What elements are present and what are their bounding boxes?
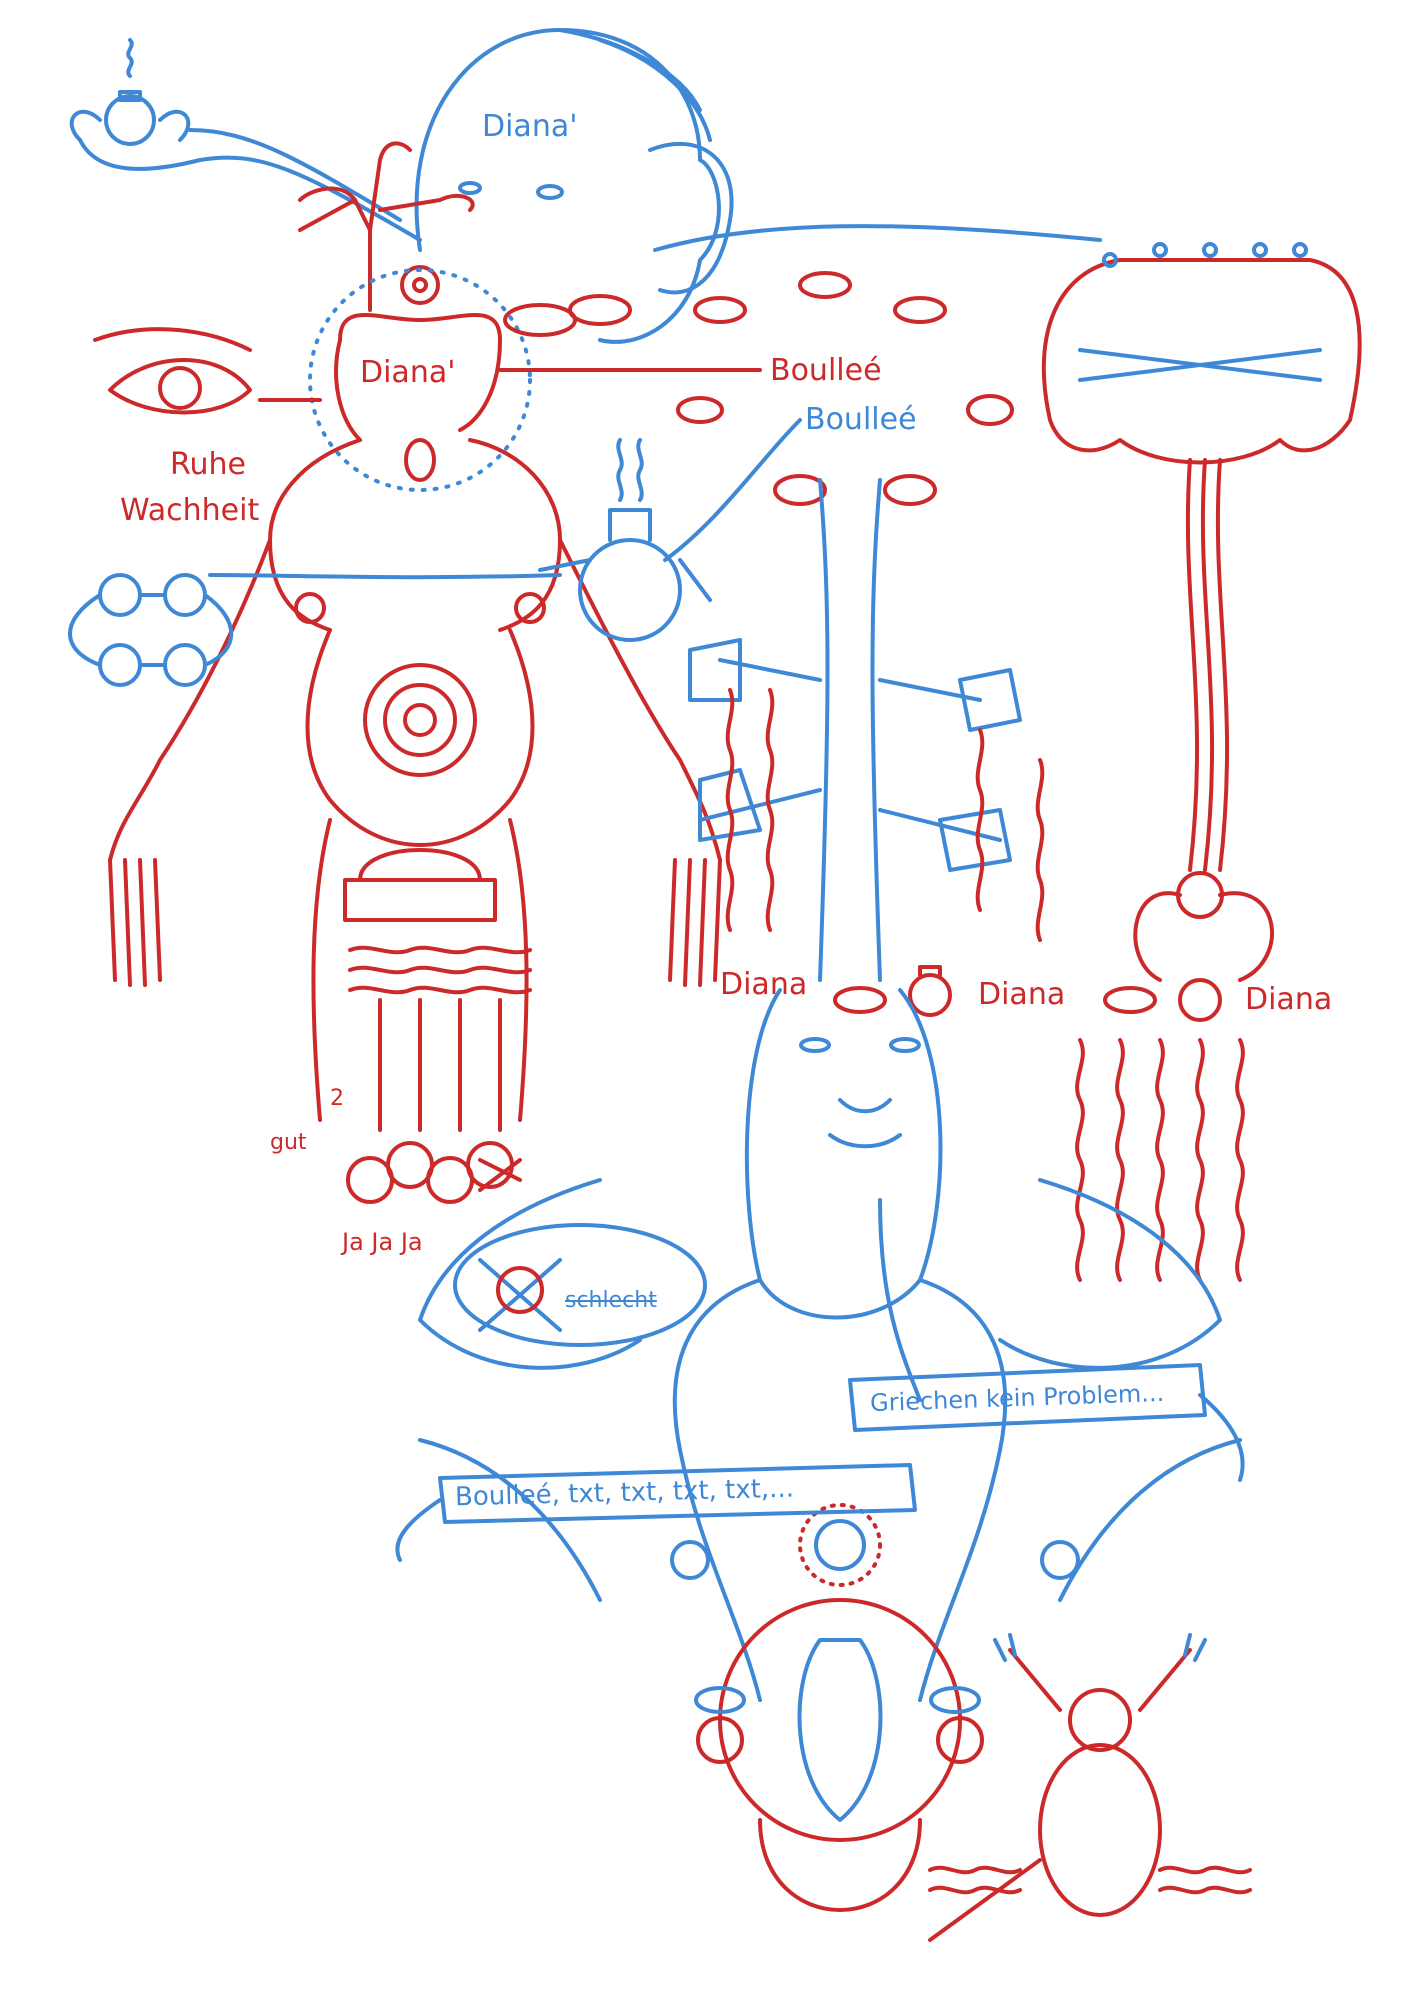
label-gut: gut — [270, 1130, 307, 1155]
red-wavy-down — [725, 688, 1245, 1282]
label-diana-prime-top: Diana' — [482, 109, 578, 144]
label-boullee-blue: Boulleé — [805, 402, 917, 437]
label-two: 2 — [330, 1086, 344, 1111]
blue-top-head — [414, 28, 734, 344]
label-diana-3: Diana — [1245, 982, 1333, 1017]
blue-halo — [308, 268, 532, 492]
blue-flask-top-left — [69, 38, 422, 242]
blue-branches — [688, 478, 1022, 982]
red-figure — [108, 313, 722, 1204]
red-eye — [93, 327, 322, 415]
label-diana-2: Diana — [978, 977, 1066, 1012]
label-schlecht: schlecht — [565, 1288, 657, 1313]
red-shells — [503, 271, 1157, 1014]
blue-flask-cluster — [68, 573, 562, 687]
lower-structure — [694, 1598, 984, 1912]
blue-plate — [453, 1223, 707, 1347]
blue-round-flask — [538, 418, 802, 642]
label-wachheit: Wachheit — [120, 493, 260, 528]
blue-lower-figure — [418, 988, 1242, 1702]
label-diana-prime-red: Diana' — [360, 355, 456, 390]
red-tree — [298, 141, 475, 312]
red-flasks-middle — [908, 965, 952, 1017]
label-diana-1: Diana — [720, 967, 808, 1002]
banners — [395, 1363, 1245, 1562]
blue-ear-line — [653, 224, 1102, 252]
label-ruhe: Ruhe — [170, 447, 246, 482]
red-lamp-right — [1041, 242, 1362, 1022]
label-boullee-red: Boulleé — [770, 353, 882, 388]
red-beetle — [928, 1633, 1252, 1942]
label-ja-ja-ja: Ja Ja Ja — [342, 1228, 423, 1256]
